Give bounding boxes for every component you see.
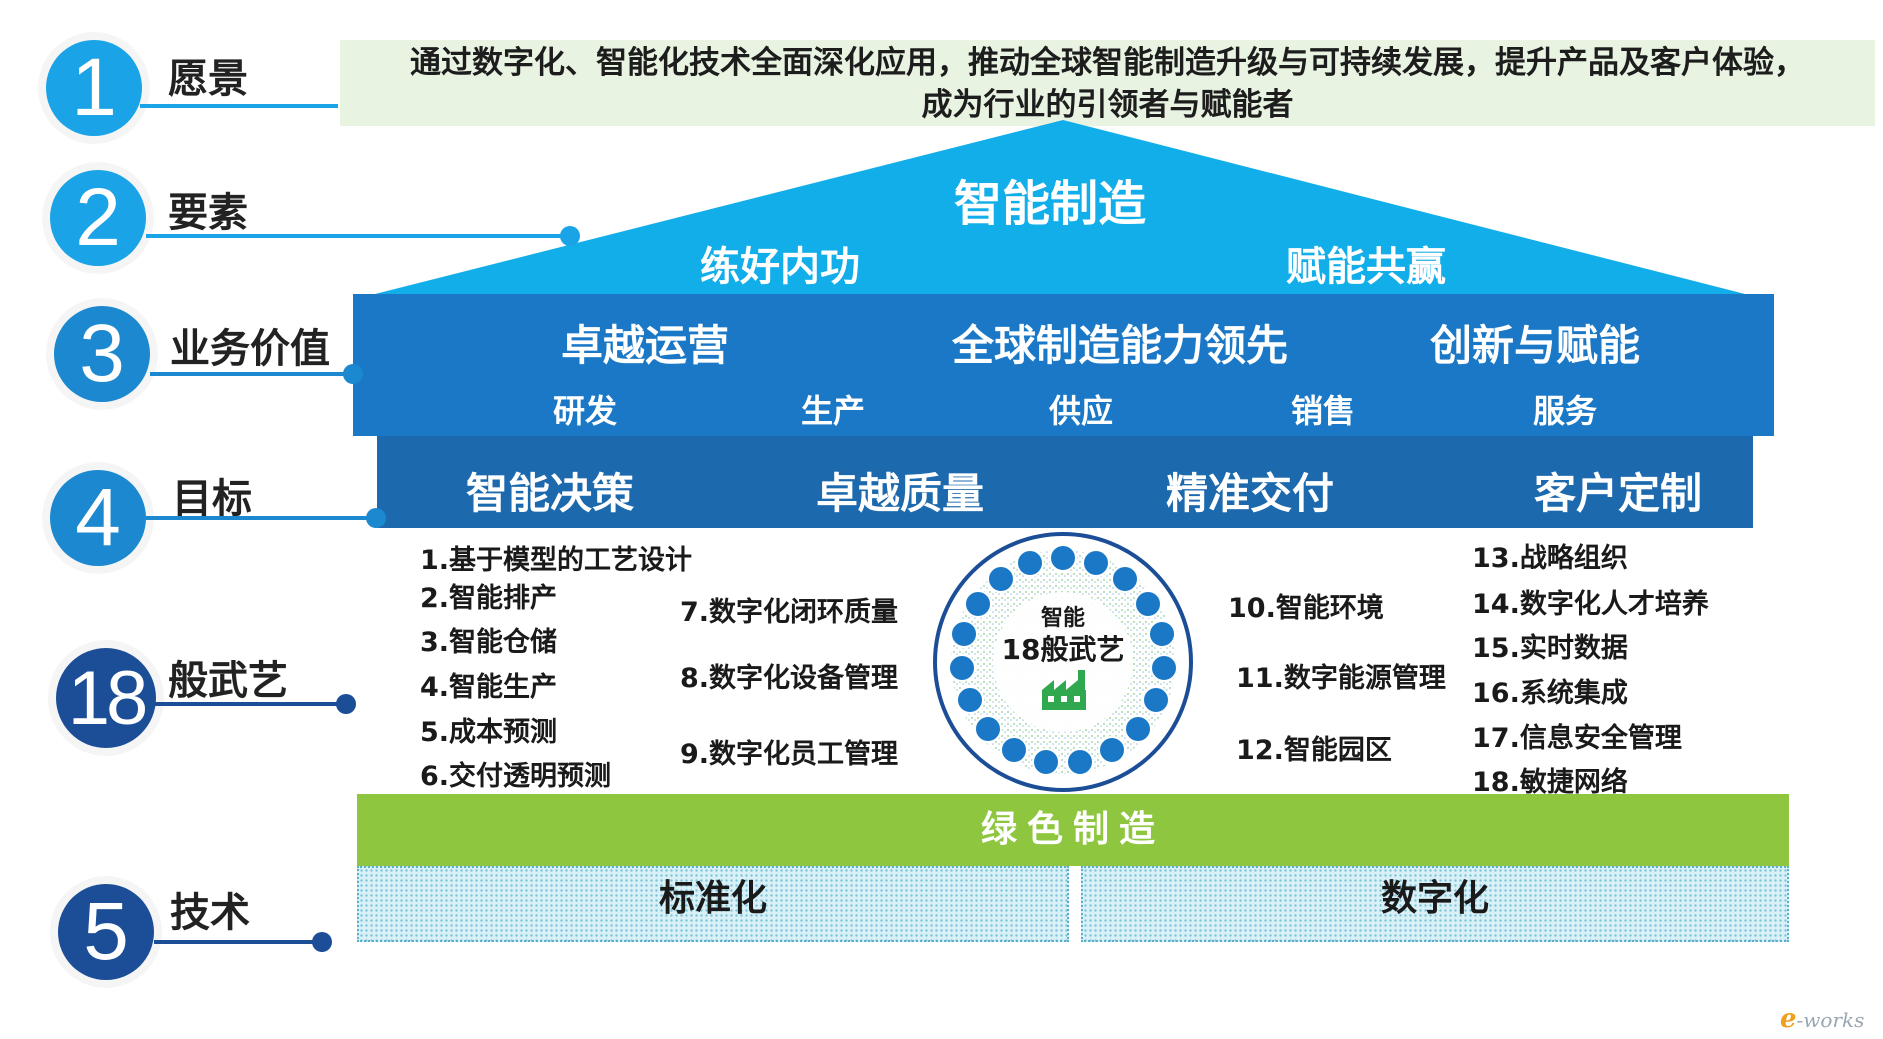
row-number-3: 3: [54, 306, 150, 402]
practice-item: 4.智能生产: [420, 672, 558, 703]
row-label-business-value: 业务价值: [170, 326, 330, 372]
function-2: 生产: [800, 392, 865, 430]
goal-4: 客户定制: [1533, 469, 1702, 518]
hub-label-1: 智能: [1040, 606, 1085, 631]
row-label-practices: 般武艺: [168, 658, 288, 704]
tech-digitalization: 数字化: [1081, 866, 1789, 942]
connector-2: [146, 234, 570, 238]
function-3: 供应: [1048, 392, 1113, 430]
practice-item: 17.信息安全管理: [1472, 723, 1682, 754]
practice-item: 9.数字化员工管理: [680, 739, 899, 770]
pillar-1: 卓越运营: [560, 321, 729, 370]
vision-line-2: 成为行业的引领者与赋能者: [921, 87, 1294, 123]
practices-hub: [933, 532, 1193, 792]
hub-icon-ring: [948, 544, 1178, 776]
goal-2: 卓越质量: [815, 469, 984, 518]
function-5: 服务: [1532, 392, 1597, 430]
row-number-4: 4: [50, 470, 146, 566]
factory-icon: [1042, 670, 1086, 710]
row-label-elements: 要素: [168, 190, 248, 236]
connector-dot-4: [366, 508, 386, 528]
practice-item: 13.战略组织: [1472, 543, 1628, 574]
row-label-vision: 愿景: [168, 56, 248, 102]
goals-band: [377, 436, 1753, 528]
function-1: 研发: [552, 392, 617, 430]
practice-item: 18.敏捷网络: [1472, 767, 1628, 798]
roof-right: 赋能共赢: [1286, 244, 1446, 290]
row-number-1: 1: [46, 40, 142, 136]
practice-item: 12.智能园区: [1236, 735, 1392, 766]
practice-item: 1.基于模型的工艺设计: [420, 545, 693, 576]
connector-1: [140, 104, 338, 108]
practice-item: 6.交付透明预测: [420, 761, 612, 792]
connector-4: [146, 516, 374, 520]
connector-dot-18: [336, 694, 356, 714]
vision-box: 通过数字化、智能化技术全面深化应用，推动全球智能制造升级与可持续发展，提升产品及…: [340, 40, 1875, 126]
practice-item: 16.系统集成: [1472, 678, 1628, 709]
pillar-3: 创新与赋能: [1429, 321, 1640, 370]
goal-3: 精准交付: [1165, 469, 1334, 518]
practice-item: 2.智能排产: [420, 583, 558, 614]
practice-item: 15.实时数据: [1472, 633, 1628, 664]
roof-title: 智能制造: [953, 176, 1146, 232]
practice-item: 3.智能仓储: [420, 627, 558, 658]
row-number-18: 18: [56, 648, 156, 748]
connector-dot-5: [312, 932, 332, 952]
connector-3: [150, 372, 350, 376]
practice-item: 7.数字化闭环质量: [680, 597, 899, 628]
eworks-logo: e-works: [1780, 1004, 1865, 1034]
connector-18: [154, 702, 344, 706]
practice-item: 5.成本预测: [420, 717, 558, 748]
connector-dot-2: [560, 226, 580, 246]
pillar-2: 全球制造能力领先: [951, 321, 1288, 370]
row-label-technology: 技术: [170, 890, 250, 936]
connector-5: [154, 940, 320, 944]
green-manufacturing-band: 绿色制造: [357, 794, 1789, 866]
business-value-band: [353, 294, 1774, 436]
hub-label-2: 18般武艺: [1001, 633, 1125, 666]
practice-item: 10.智能环境: [1228, 593, 1384, 624]
connector-dot-3: [343, 364, 363, 384]
function-4: 销售: [1290, 392, 1355, 430]
row-number-2: 2: [50, 170, 146, 266]
vision-line-1: 通过数字化、智能化技术全面深化应用，推动全球智能制造升级与可持续发展，提升产品及…: [410, 45, 1805, 81]
goal-1: 智能决策: [465, 469, 634, 518]
practice-item: 11.数字能源管理: [1236, 663, 1446, 694]
row-number-5: 5: [58, 884, 154, 980]
row-label-goals: 目标: [172, 476, 252, 522]
roof-left: 练好内功: [700, 244, 860, 290]
practice-item: 8.数字化设备管理: [680, 663, 899, 694]
tech-standardization: 标准化: [357, 866, 1069, 942]
roof-shape: [375, 120, 1745, 294]
practice-item: 14.数字化人才培养: [1472, 589, 1709, 620]
